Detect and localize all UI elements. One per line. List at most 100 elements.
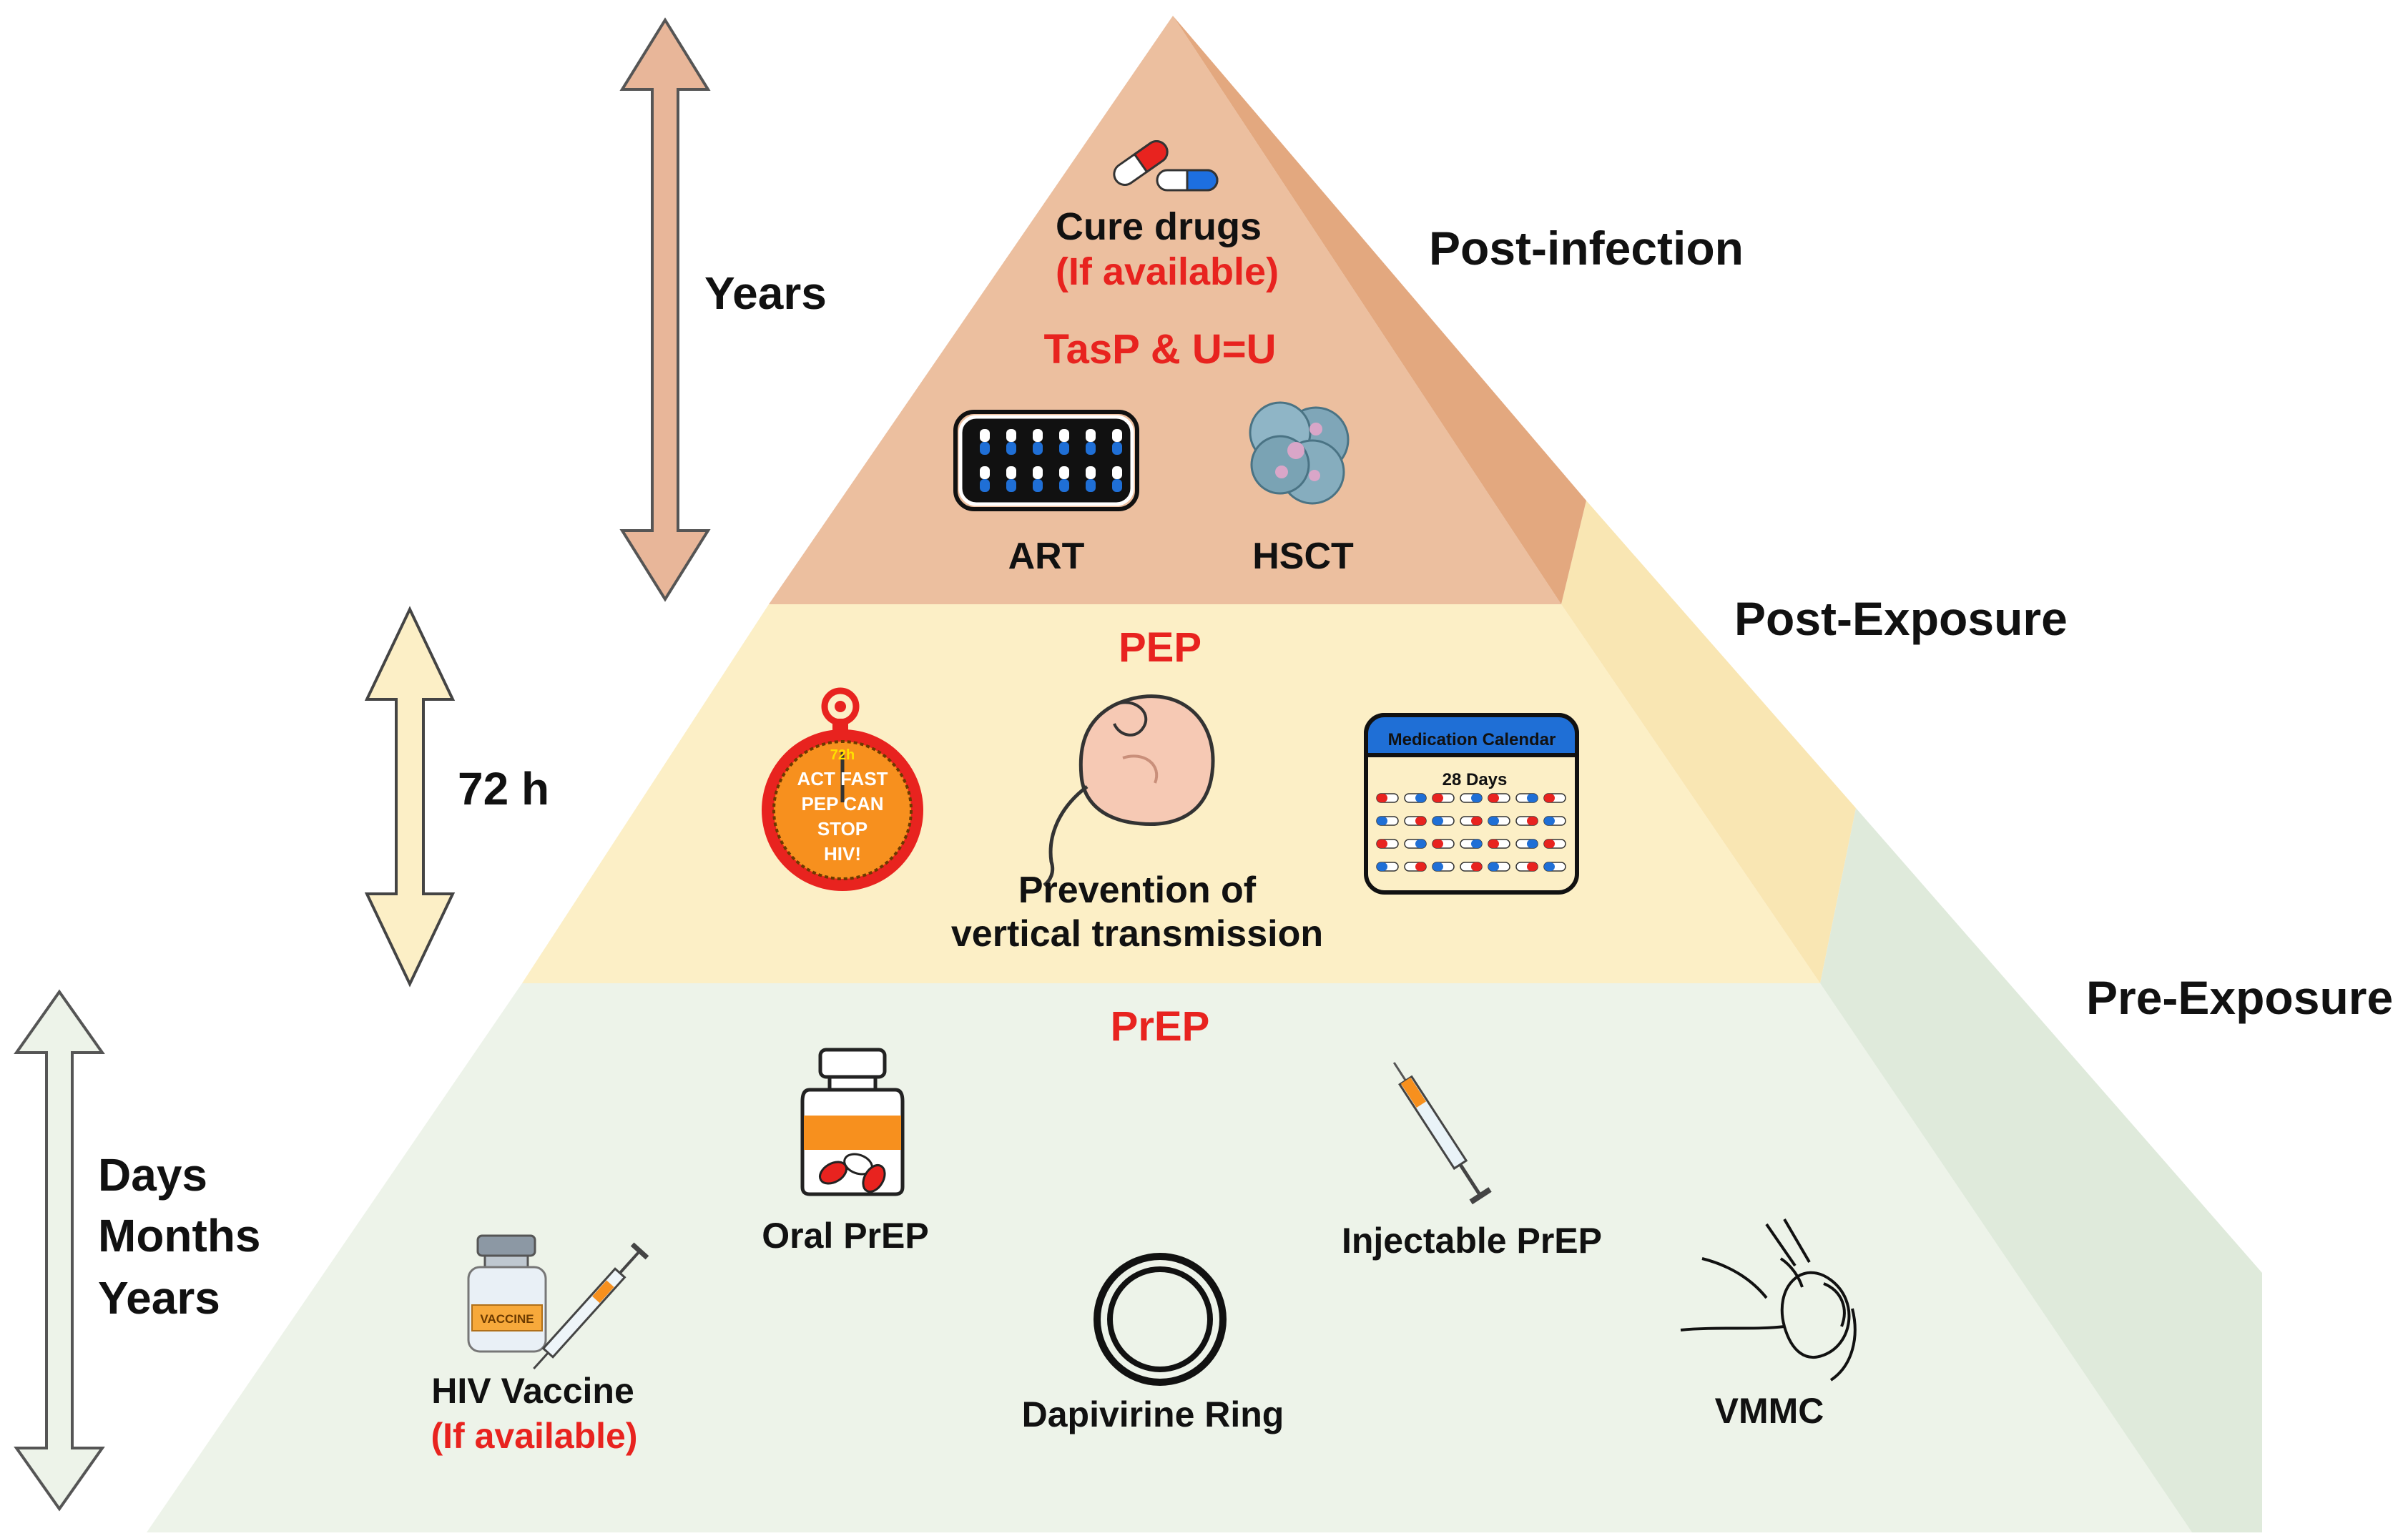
calendar-pill: [1543, 816, 1566, 826]
capsules-icon: [1113, 140, 1219, 192]
calendar-pill: [1488, 793, 1510, 803]
stopwatch-icon: 72h ACT FAST PEP CAN STOP HIV!: [762, 687, 923, 891]
vaccine-vial-icon: VACCINE: [467, 1234, 649, 1370]
calendar-pill: [1515, 793, 1538, 803]
ring-icon: [1094, 1253, 1227, 1386]
hiv-vaccine-note: (If available): [431, 1416, 638, 1456]
blister-pill: [980, 429, 990, 442]
calendar-pill: [1460, 862, 1483, 872]
blister-pill: [1059, 479, 1069, 492]
calendar-pill: [1515, 839, 1538, 849]
tier-top-face: [769, 16, 1561, 604]
cure-drugs-label: Cure drugs: [1056, 205, 1262, 248]
stem-cell-icon: [1249, 401, 1350, 505]
calendar-pill: [1404, 862, 1427, 872]
blister-pill: [1059, 429, 1069, 442]
calendar-pill: [1432, 839, 1455, 849]
dapivirine-ring-label: Dapivirine Ring: [1022, 1394, 1284, 1434]
calendar-pill: [1488, 862, 1510, 872]
calendar-days: 28 Days: [1443, 770, 1508, 789]
calendar-pill: [1432, 862, 1455, 872]
blister-pill: [1006, 466, 1016, 479]
double-arrow-icon: [364, 606, 456, 988]
tasp-heading: TasP & U=U: [1043, 326, 1276, 373]
blister-pill: [1006, 429, 1016, 442]
vial-label: VACCINE: [480, 1312, 534, 1326]
calendar-pill: [1432, 816, 1455, 826]
timescale-days: Days: [98, 1149, 207, 1201]
blister-pill: [1033, 442, 1043, 455]
pill-blister-icon: [953, 410, 1139, 511]
double-arrow-icon: [619, 17, 711, 602]
timescale-arrow-bottom: [14, 989, 105, 1512]
fetus-icon: [1043, 694, 1215, 887]
timescale-years-top: Years: [704, 267, 827, 319]
calendar-pill: [1460, 839, 1483, 849]
blister-pill: [1086, 442, 1096, 455]
timer-line-1: ACT FAST: [797, 768, 888, 789]
calendar-pill: [1376, 816, 1399, 826]
calendar-pill: [1488, 816, 1510, 826]
calendar-pill: [1460, 816, 1483, 826]
calendar-title: Medication Calendar: [1388, 730, 1556, 749]
timescale-arrow-top: [619, 17, 711, 602]
calendar-pill: [1543, 793, 1566, 803]
calendar-pill: [1543, 839, 1566, 849]
blister-pill: [1112, 479, 1122, 492]
timer-line-2: PEP CAN: [801, 793, 883, 814]
vertical-transmission-line1: Prevention of: [1018, 870, 1257, 911]
blister-pill: [1059, 442, 1069, 455]
tier-middle-side: [1561, 501, 1856, 983]
blister-pill: [1059, 466, 1069, 479]
timescale-72h: 72 h: [458, 763, 549, 814]
tier-bottom-side: [1820, 808, 2262, 1532]
art-label: ART: [1008, 536, 1085, 577]
pep-heading: PEP: [1119, 624, 1201, 671]
calendar-pill: [1404, 816, 1427, 826]
hsct-label: HSCT: [1252, 536, 1354, 577]
calendar-pill: [1404, 839, 1427, 849]
blister-pill: [980, 466, 990, 479]
calendar-pill: [1376, 839, 1399, 849]
calendar-pill: [1376, 793, 1399, 803]
syringe-icon: [1392, 1062, 1492, 1205]
blister-pill: [1086, 479, 1096, 492]
calendar-pill: [1376, 862, 1399, 872]
calendar-icon: Medication Calendar 28 Days: [1364, 713, 1579, 895]
timescale-arrow-middle: [364, 606, 456, 988]
hiv-vaccine-label: HIV Vaccine: [431, 1371, 634, 1411]
blister-pill: [1033, 429, 1043, 442]
oral-prep-label: Oral PrEP: [762, 1216, 928, 1256]
timescale-months: Months: [98, 1210, 261, 1261]
blister-pill: [1006, 442, 1016, 455]
vmmc-label: VMMC: [1715, 1391, 1824, 1431]
calendar-pill: [1543, 862, 1566, 872]
timer-hours: 72h: [830, 747, 855, 763]
prep-heading: PrEP: [1111, 1003, 1210, 1050]
tier-label-post-exposure: Post-Exposure: [1734, 592, 2068, 645]
timer-line-3: STOP: [817, 818, 868, 840]
blister-pill: [980, 442, 990, 455]
calendar-pill: [1488, 839, 1510, 849]
pill-bottle-icon: [800, 1048, 905, 1196]
blister-pill: [1112, 466, 1122, 479]
double-arrow-icon: [14, 989, 105, 1512]
tier-label-pre-exposure: Pre-Exposure: [2086, 971, 2393, 1024]
tier-top-side: [1173, 16, 1586, 604]
injectable-prep-label: Injectable PrEP: [1342, 1221, 1602, 1261]
timer-line-4: HIV!: [824, 843, 861, 865]
circumcision-icon: [1680, 1218, 1857, 1382]
calendar-pill: [1515, 816, 1538, 826]
tier-label-post-infection: Post-infection: [1429, 222, 1744, 275]
cure-drugs-note: (If available): [1056, 250, 1279, 293]
blister-pill: [1086, 466, 1096, 479]
timescale-years-bottom: Years: [98, 1272, 220, 1324]
calendar-pill: [1460, 793, 1483, 803]
calendar-pill: [1404, 793, 1427, 803]
calendar-pill: [1515, 862, 1538, 872]
blister-pill: [1033, 466, 1043, 479]
blister-pill: [1033, 479, 1043, 492]
calendar-pill: [1432, 793, 1455, 803]
blister-pill: [980, 479, 990, 492]
